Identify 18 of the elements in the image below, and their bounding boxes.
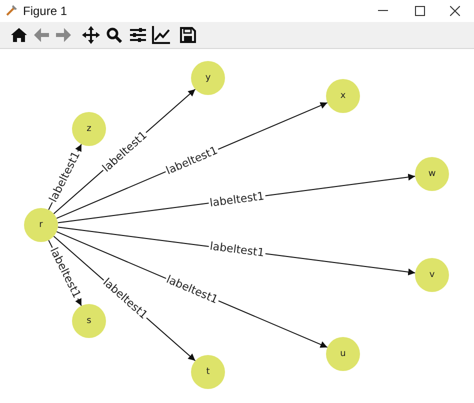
- node-label: t: [206, 367, 210, 377]
- node-label: v: [429, 270, 435, 280]
- node-label: r: [39, 220, 43, 230]
- node-label: u: [340, 349, 346, 359]
- node-label: w: [428, 169, 436, 179]
- node-circle: [415, 157, 449, 191]
- edge-label: labeltest1: [208, 190, 266, 210]
- window-title: Figure 1: [23, 4, 68, 18]
- node-label: x: [340, 91, 346, 101]
- node-label: z: [86, 124, 92, 134]
- node-label: s: [86, 316, 92, 326]
- node-circle: [24, 208, 58, 242]
- node-circle: [415, 258, 449, 292]
- node-circle: [191, 355, 225, 389]
- node-circle: [191, 61, 225, 95]
- node-circle: [326, 337, 360, 371]
- node-circle: [326, 79, 360, 113]
- node-label: y: [205, 73, 211, 83]
